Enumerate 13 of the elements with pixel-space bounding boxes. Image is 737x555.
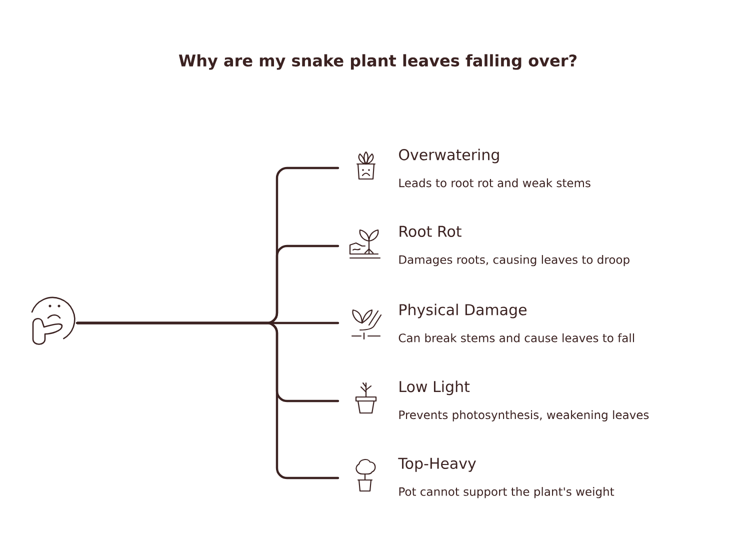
connector <box>76 322 340 480</box>
heading: Low Light <box>400 380 470 396</box>
heading: Root Rot <box>400 226 462 237</box>
description: Prevents photosynthesis, weakening leaves <box>399 410 649 422</box>
description: Damages roots, causing leaves to droop <box>399 255 630 266</box>
description: Leads to root rot and weak stems <box>399 178 590 188</box>
heading: Overwatering <box>399 148 499 164</box>
title: Why are my snake plant leaves falling over? <box>178 54 577 70</box>
description: Can break stems and cause leaves to fall <box>398 333 634 342</box>
thinking-face <box>31 296 76 345</box>
heading: Top-Heavy <box>398 458 476 472</box>
description: Pot cannot support the plant's weight <box>399 487 614 498</box>
heading: Physical Damage <box>400 304 526 318</box>
